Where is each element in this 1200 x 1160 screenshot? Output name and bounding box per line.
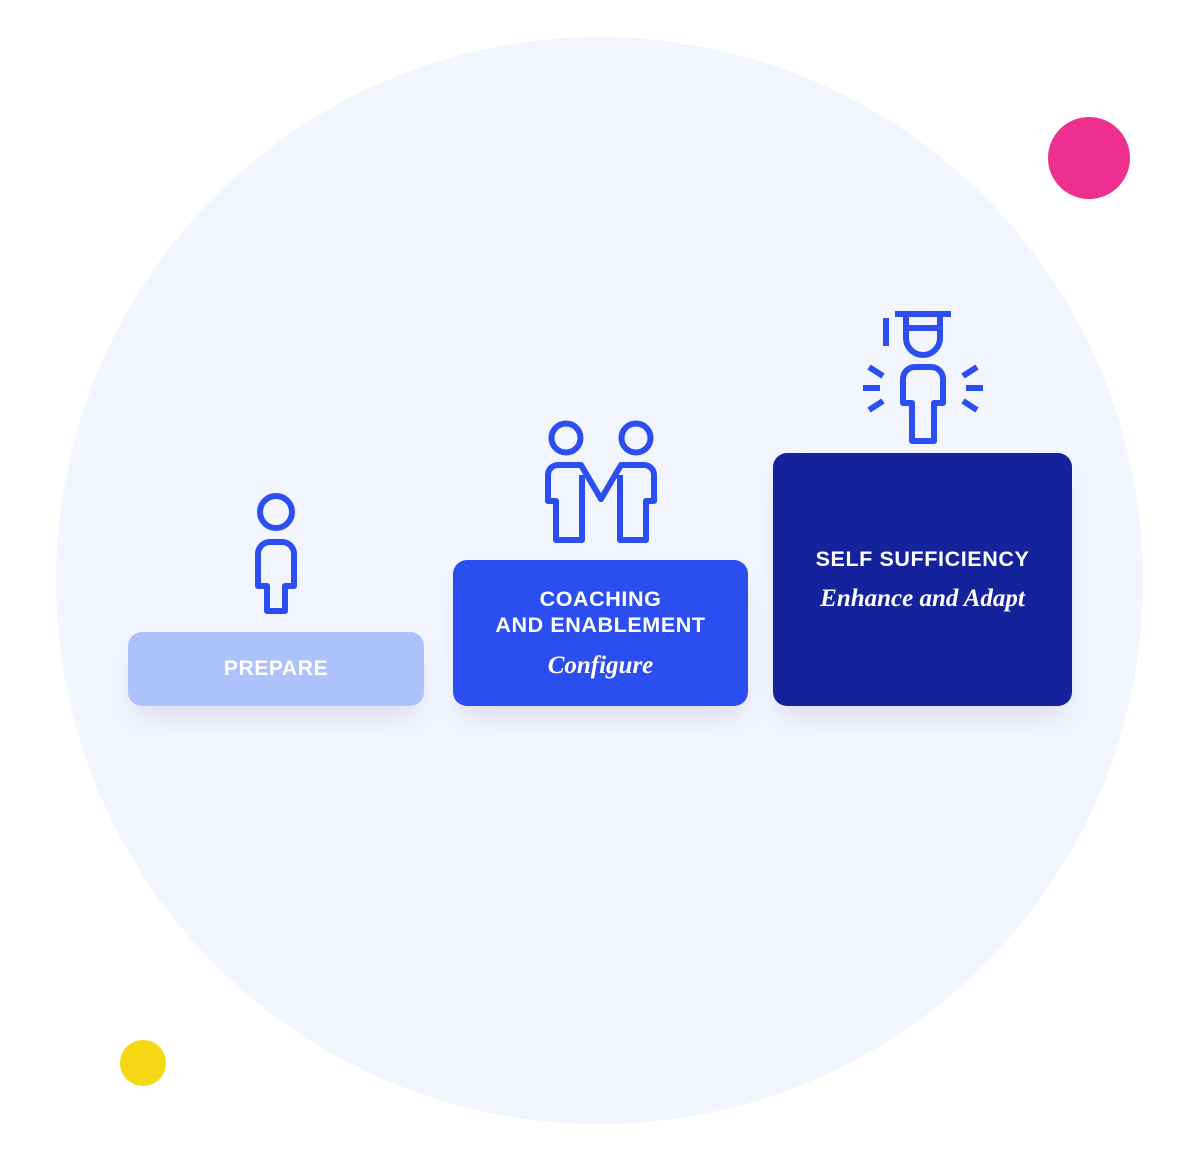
card-self-sufficiency-subtitle: Enhance and Adapt (820, 584, 1025, 612)
card-coaching[interactable]: COACHING AND ENABLEMENT Configure (453, 560, 748, 706)
card-coaching-subtitle: Configure (547, 652, 654, 680)
two-people-handshake-icon (534, 415, 668, 549)
card-self-sufficiency[interactable]: SELF SUFFICIENCY Enhance and Adapt (773, 453, 1072, 706)
pink-dot-decoration (1048, 117, 1130, 199)
graduate-person-icon (853, 300, 993, 446)
yellow-dot-decoration (120, 1040, 166, 1086)
card-prepare-title: PREPARE (223, 657, 329, 681)
card-prepare[interactable]: PREPARE (128, 632, 424, 706)
single-person-icon (239, 490, 313, 614)
card-self-sufficiency-title: SELF SUFFICIENCY (815, 547, 1030, 572)
card-coaching-title: COACHING AND ENABLEMENT (495, 586, 706, 637)
